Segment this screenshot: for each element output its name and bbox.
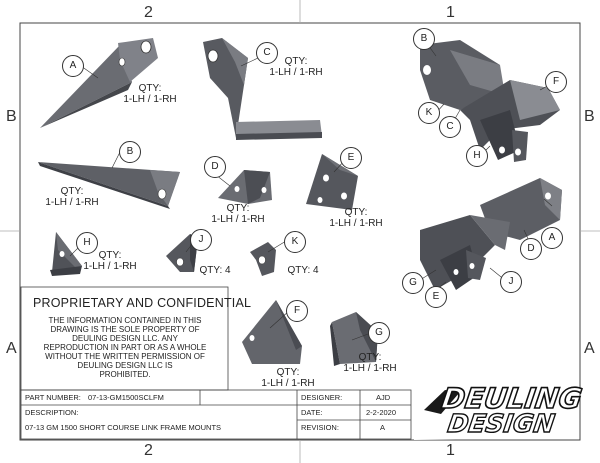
qty-a: QTY: 1-LH / 1-RH [120,83,180,105]
callout-h: H [76,232,98,254]
zone-label-bottom-1: 1 [446,442,455,459]
callout-c-assembly: C [439,116,461,138]
notice-line: PROHIBITED. [99,370,151,379]
qty-b: QTY: 1-LH / 1-RH [42,186,102,208]
qty-e-value: 1-LH / 1-RH [329,218,383,229]
zone-label-right-a: A [584,340,595,357]
callout-j: J [190,229,212,251]
zone-label-top-2: 2 [144,4,153,21]
qty-c-value: 1-LH / 1-RH [269,67,323,78]
lower-assembly-drawing [420,178,562,290]
notice-box [20,286,229,391]
qty-j: QTY: 4 [199,265,231,276]
part-c-drawing [203,38,322,140]
description-label: DESCRIPTION: [25,408,79,417]
part-number-value: 07-13-GM1500SCLFM [88,393,164,402]
part-b-drawing [38,162,180,209]
qty-b-label: QTY: [60,186,84,197]
zone-label-top-1: 1 [446,4,455,21]
callout-g-assembly: G [402,272,424,294]
callout-c: C [256,42,278,64]
part-h-drawing [50,232,82,276]
qty-g: QTY: 1-LH / 1-RH [340,352,400,374]
qty-e-label: QTY: [344,207,368,218]
logo-design: DESIGN [445,408,557,438]
callout-d: D [204,156,226,178]
part-d-drawing [218,170,272,204]
upper-assembly-drawing [420,40,560,162]
zone-label-bottom-2: 2 [144,442,153,459]
qty-a-value: 1-LH / 1-RH [123,94,177,105]
zone-label-left-b: B [6,108,17,125]
date-label: DATE: [301,408,323,417]
qty-h-value: 1-LH / 1-RH [83,261,137,272]
notice-line: THE INFORMATION CONTAINED IN THIS [48,316,202,325]
qty-b-value: 1-LH / 1-RH [45,197,99,208]
callout-a-assembly: A [541,227,563,249]
title-block-grid [20,389,412,440]
callout-k-assembly: K [418,102,440,124]
callout-k: K [284,231,306,253]
zone-label-right-b: B [584,108,595,125]
part-e-drawing [306,154,358,210]
callout-b-assembly: B [413,28,435,50]
callout-e: E [340,147,362,169]
notice-line: DRAWING IS THE SOLE PROPERTY OF [50,325,200,334]
qty-c-label: QTY: [284,56,308,67]
part-number-label: PART NUMBER: [25,393,81,402]
callout-g: G [368,322,390,344]
callout-f-assembly: F [545,71,567,93]
qty-a-label: QTY: [138,83,162,94]
callout-a: A [62,55,84,77]
designer-value: AJD [376,393,391,402]
part-k-drawing [250,242,276,276]
notice-line: DEULING DESIGN LLC. ANY [72,334,178,343]
callout-j-assembly: J [500,271,522,293]
revision-value: A [380,423,386,432]
callout-h-assembly: H [466,145,488,167]
revision-label: REVISION: [301,423,339,432]
qty-h: QTY: 1-LH / 1-RH [80,250,140,272]
notice-line: REPRODUCTION IN PART OR AS A WHOLE [43,343,207,352]
qty-d-value: 1-LH / 1-RH [211,214,265,225]
qty-d-label: QTY: [226,203,250,214]
qty-k: QTY: 4 [287,265,319,276]
description-value: 07-13 GM 1500 SHORT COURSE LINK FRAME MO… [25,423,222,432]
notice-line: DEULING DESIGN LLC IS [77,361,173,370]
logo-mark [414,384,578,440]
qty-f-label: QTY: [276,367,300,378]
qty-e: QTY: 1-LH / 1-RH [326,207,386,229]
part-a-drawing [40,38,158,128]
part-g-drawing [330,312,378,366]
zone-label-left-a: A [6,340,17,357]
callout-b: B [119,141,141,163]
callout-f: F [286,300,308,322]
qty-h-label: QTY: [98,250,122,261]
notice-title: PROPRIETARY AND CONFIDENTIAL [33,296,252,310]
qty-g-value: 1-LH / 1-RH [343,363,397,374]
qty-c: QTY: 1-LH / 1-RH [266,56,326,78]
qty-g-label: QTY: [358,352,382,363]
qty-f: QTY: 1-LH / 1-RH [258,367,318,389]
date-value: 2-2-2020 [366,408,397,417]
qty-f-value: 1-LH / 1-RH [261,378,315,389]
designer-label: DESIGNER: [301,393,343,402]
qty-d: QTY: 1-LH / 1-RH [208,203,268,225]
callout-d-assembly: D [520,238,542,260]
part-f-drawing [242,300,302,364]
callout-e-assembly: E [425,286,447,308]
notice-line: WITHOUT THE WRITTEN PERMISSION OF [45,352,205,361]
